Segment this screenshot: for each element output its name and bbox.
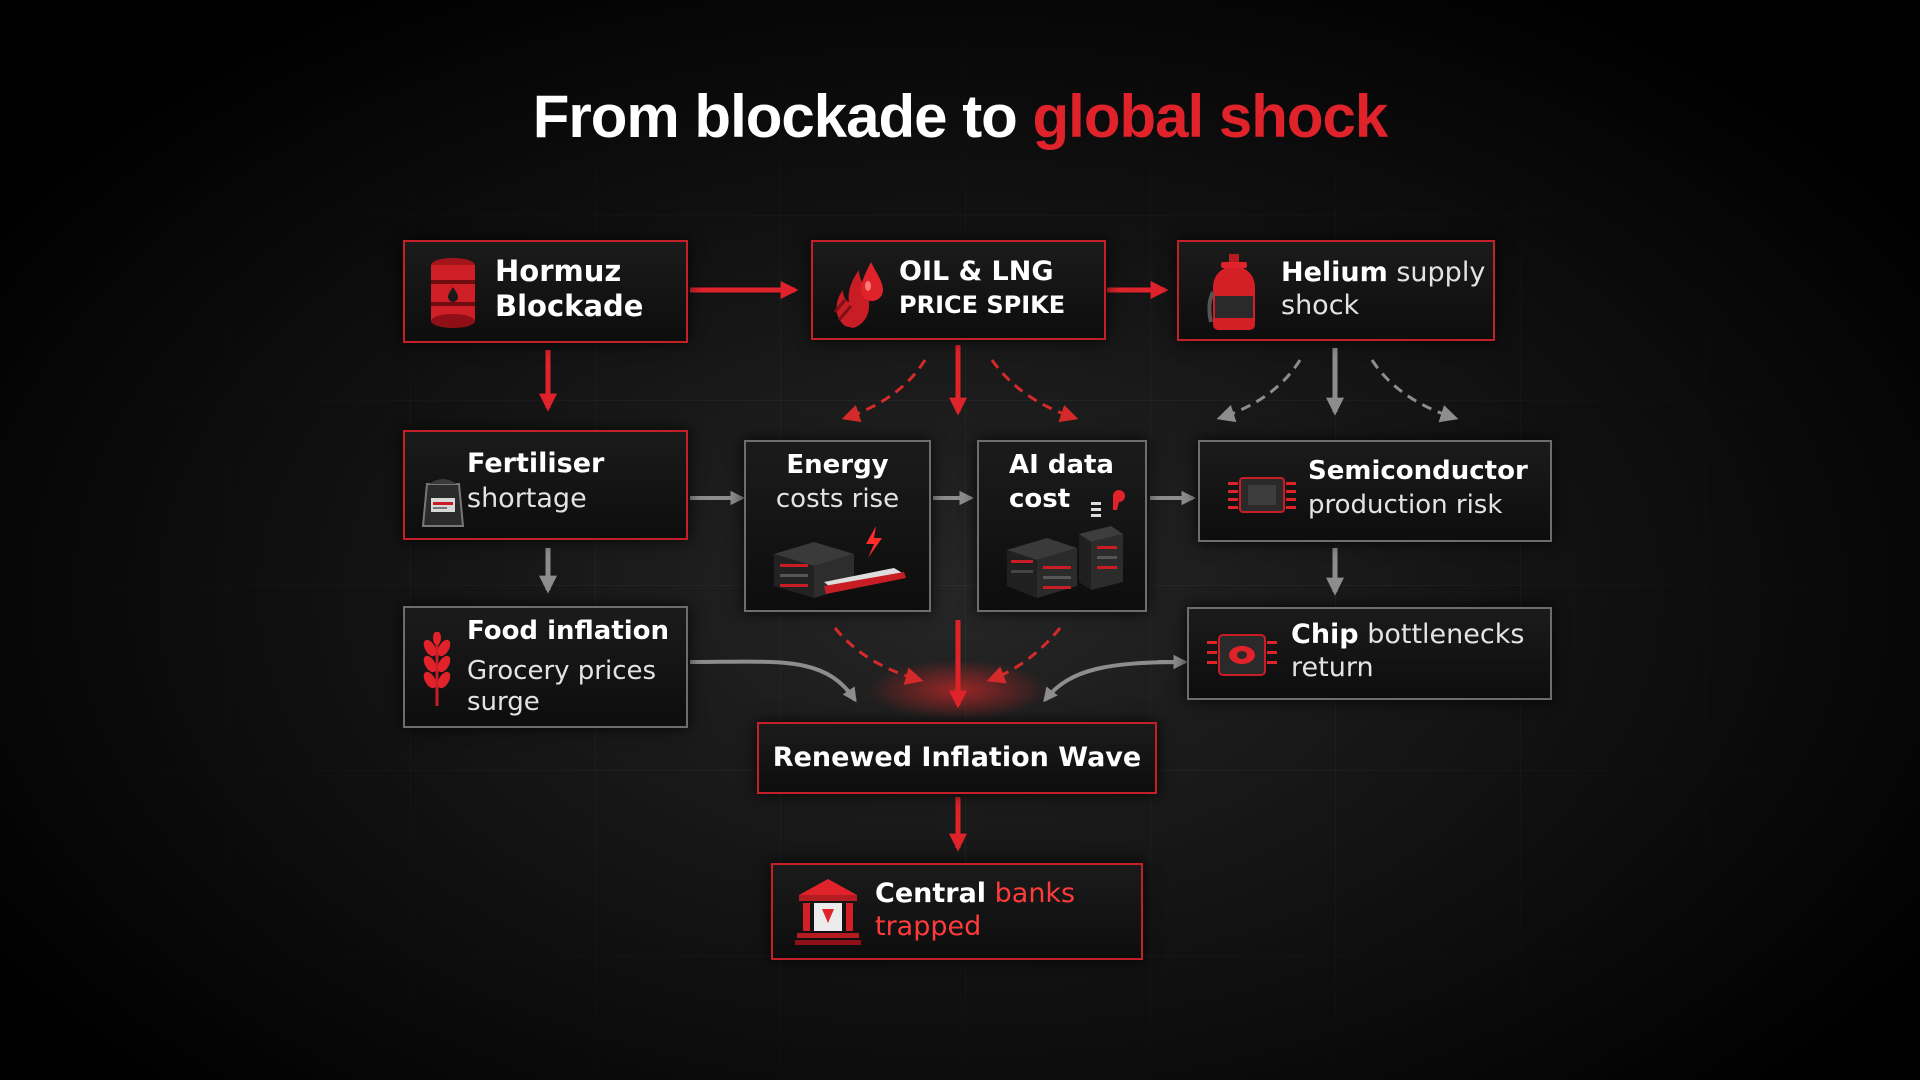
aidata-line1: AI data bbox=[1009, 450, 1114, 480]
semiconductor-line2: production risk bbox=[1308, 489, 1503, 520]
central-line2: trapped bbox=[875, 910, 982, 942]
node-helium-supply-shock: Helium supply shock bbox=[1177, 240, 1495, 341]
gas-cylinder-icon bbox=[1207, 254, 1255, 330]
arrow-chip-to-renewed bbox=[1043, 660, 1186, 703]
node-food-inflation: Food inflation Grocery prices surge bbox=[403, 606, 688, 728]
hormuz-line2: Blockade bbox=[495, 289, 644, 324]
wheat-icon bbox=[423, 632, 451, 706]
node-oil-lng-price-spike: OIL & LNG PRICE SPIKE bbox=[811, 240, 1106, 340]
node-semiconductor-production-risk: Semiconductor production risk bbox=[1198, 440, 1552, 542]
node-fertiliser-shortage: Fertiliser shortage bbox=[403, 430, 688, 540]
node-hormuz-blockade: Hormuz Blockade bbox=[403, 240, 688, 343]
title-part-1: From blockade to bbox=[532, 83, 1018, 150]
node-chip-bottlenecks-return: Chip bottlenecks return bbox=[1187, 607, 1552, 700]
chip-icon bbox=[1228, 477, 1296, 513]
node-ai-data-cost: AI data cost bbox=[977, 440, 1147, 612]
energy-line1: Energy bbox=[786, 450, 889, 480]
fertiliser-bag-icon bbox=[421, 479, 465, 527]
title-part-2: global shock bbox=[1032, 83, 1389, 150]
page-title: From blockade to global shock bbox=[0, 82, 1920, 151]
chip-rest: bottlenecks bbox=[1358, 619, 1525, 650]
renewed-label: Renewed Inflation Wave bbox=[772, 742, 1142, 773]
oil-line1: OIL & LNG bbox=[899, 256, 1054, 287]
arrow-aidata-to-renewed bbox=[986, 627, 1062, 684]
server-lightning-icon bbox=[774, 526, 906, 598]
hormuz-line1: Hormuz bbox=[495, 254, 622, 288]
arrow-energy-to-renewed bbox=[833, 627, 924, 685]
food-line1: Food inflation bbox=[467, 616, 670, 646]
data-center-icon bbox=[1007, 490, 1125, 598]
food-line3: surge bbox=[467, 687, 540, 718]
central-rest: banks bbox=[986, 878, 1076, 909]
chip-bold: Chip bbox=[1291, 619, 1359, 650]
aidata-line2: cost bbox=[1009, 483, 1071, 514]
oil-line2: PRICE SPIKE bbox=[899, 290, 1066, 319]
helium-bold: Helium bbox=[1281, 257, 1388, 288]
arrow-helium-branch-left bbox=[1216, 359, 1302, 423]
arrow-oil-to-aidata bbox=[990, 359, 1079, 423]
helium-line2: shock bbox=[1281, 289, 1360, 321]
fertiliser-line2: shortage bbox=[467, 482, 587, 514]
arrow-oil-to-energy bbox=[841, 359, 927, 423]
arrow-food-to-renewed bbox=[689, 659, 857, 703]
bank-icon bbox=[795, 879, 861, 945]
node-energy-costs-rise: Energy costs rise bbox=[744, 440, 931, 612]
food-line2: Grocery prices bbox=[467, 655, 657, 686]
helium-rest: supply bbox=[1387, 257, 1486, 288]
arrow-helium-branch-right bbox=[1370, 359, 1459, 423]
chip-line2: return bbox=[1291, 651, 1374, 683]
node-renewed-inflation-wave: Renewed Inflation Wave bbox=[757, 722, 1157, 794]
oil-barrel-icon bbox=[431, 258, 475, 328]
central-bold: Central bbox=[875, 878, 987, 909]
semiconductor-line1: Semiconductor bbox=[1308, 456, 1528, 486]
flame-drop-icon bbox=[833, 262, 883, 328]
chip-icon bbox=[1207, 634, 1277, 676]
energy-line2: costs rise bbox=[775, 483, 900, 514]
fertiliser-line1: Fertiliser bbox=[467, 448, 605, 479]
node-central-banks-trapped: Central banks trapped bbox=[771, 863, 1143, 960]
